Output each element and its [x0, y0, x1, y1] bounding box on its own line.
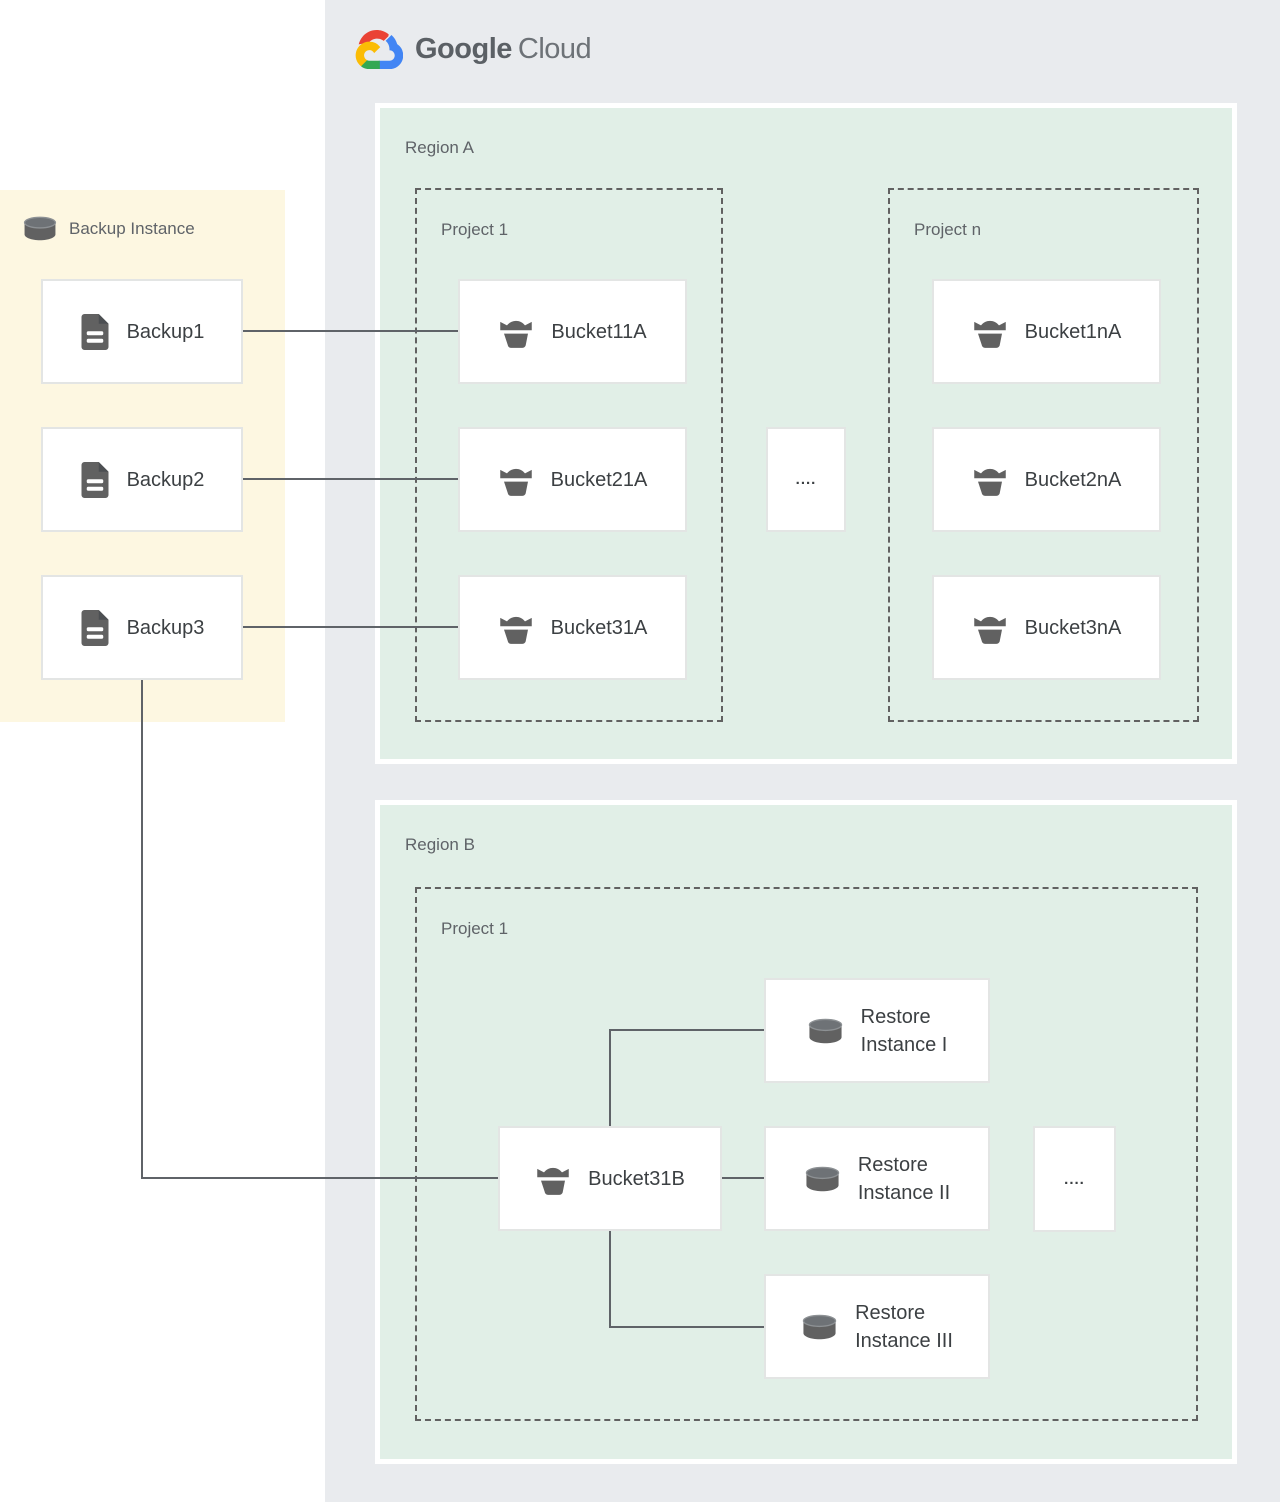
- bucket-icon: [499, 468, 532, 496]
- bucket-icon: [973, 320, 1006, 348]
- connector-backup1-bucket11a: [243, 330, 458, 332]
- node-bucket1na: Bucket1nA: [932, 279, 1161, 384]
- database-icon: [808, 1018, 842, 1043]
- region-b-project-1-frame: Project 1: [415, 887, 1198, 1421]
- node-ellipsis-region-b: ....: [1033, 1126, 1116, 1232]
- database-icon: [805, 1166, 840, 1191]
- connector-bucket31b-restore1-vertical: [609, 1029, 611, 1126]
- bucket-icon: [973, 468, 1006, 496]
- node-bucket21a: Bucket21A: [458, 427, 687, 532]
- database-icon: [23, 216, 57, 241]
- node-restore-instance-3: Restore Instance III: [764, 1274, 990, 1379]
- file-icon: [81, 313, 109, 350]
- node-label: Bucket31B: [588, 1167, 685, 1190]
- logo-word-google: Google: [415, 33, 512, 65]
- connector-backup3-bucket31b-vertical: [141, 680, 143, 1178]
- node-label: Restore Instance II: [857, 1153, 951, 1204]
- backup-instance-header: Backup Instance: [22, 216, 195, 241]
- node-label: Backup1: [126, 320, 205, 343]
- node-bucket3na: Bucket3nA: [932, 575, 1161, 680]
- region-a-label: Region A: [405, 138, 474, 157]
- region-a-project-1-label: Project 1: [441, 220, 509, 239]
- file-icon: [81, 461, 109, 498]
- bucket-icon: [500, 320, 533, 348]
- node-label: Restore Instance III: [855, 1301, 953, 1352]
- node-bucket11a: Bucket11A: [458, 279, 687, 384]
- region-a-project-1-frame: Project 1: [415, 188, 723, 722]
- node-restore-instance-1: Restore Instance I: [764, 978, 990, 1083]
- node-label: Bucket3nA: [1024, 616, 1122, 639]
- file-icon: [81, 609, 109, 646]
- database-icon: [802, 1314, 837, 1339]
- node-backup2: Backup2: [41, 427, 243, 532]
- node-restore-instance-2: Restore Instance II: [764, 1126, 990, 1231]
- node-label: Bucket31A: [550, 616, 648, 639]
- bucket-icon: [537, 1167, 569, 1195]
- backup-instance-title: Backup Instance: [69, 218, 195, 238]
- region-b-label: Region B: [405, 835, 475, 854]
- logo-word-cloud: Cloud: [517, 33, 592, 65]
- connector-bucket31b-restore3-horizontal: [609, 1326, 764, 1328]
- bucket-icon: [973, 616, 1006, 644]
- node-bucket31a: Bucket31A: [458, 575, 687, 680]
- ellipsis-label: ....: [1064, 1170, 1085, 1188]
- connector-backup2-bucket21a: [243, 478, 458, 480]
- node-label: Backup3: [126, 616, 205, 639]
- node-label: Bucket1nA: [1024, 320, 1122, 343]
- connector-bucket31b-restore2: [722, 1177, 764, 1179]
- region-b-project-1-label: Project 1: [441, 919, 509, 938]
- node-label: Bucket2nA: [1024, 468, 1122, 491]
- node-label: Backup2: [126, 468, 205, 491]
- region-a-project-n-label: Project n: [914, 220, 982, 239]
- bucket-icon: [499, 616, 532, 644]
- connector-backup3-bucket31a: [243, 626, 458, 628]
- node-label: Bucket21A: [550, 468, 648, 491]
- node-backup1: Backup1: [41, 279, 243, 384]
- region-a-project-n-frame: Project n: [888, 188, 1199, 722]
- node-backup3: Backup3: [41, 575, 243, 680]
- node-ellipsis-region-a: ....: [766, 427, 846, 532]
- ellipsis-label: ....: [795, 471, 817, 488]
- node-bucket2na: Bucket2nA: [932, 427, 1161, 532]
- connector-bucket31b-restore3-vertical: [609, 1231, 611, 1328]
- google-cloud-logo-icon: [355, 30, 403, 69]
- connector-backup3-bucket31b-horizontal: [141, 1177, 498, 1179]
- node-label: Restore Instance I: [860, 1005, 948, 1056]
- node-bucket31b: Bucket31B: [498, 1126, 722, 1231]
- node-label: Bucket11A: [551, 320, 647, 343]
- connector-bucket31b-restore1-horizontal: [609, 1029, 764, 1031]
